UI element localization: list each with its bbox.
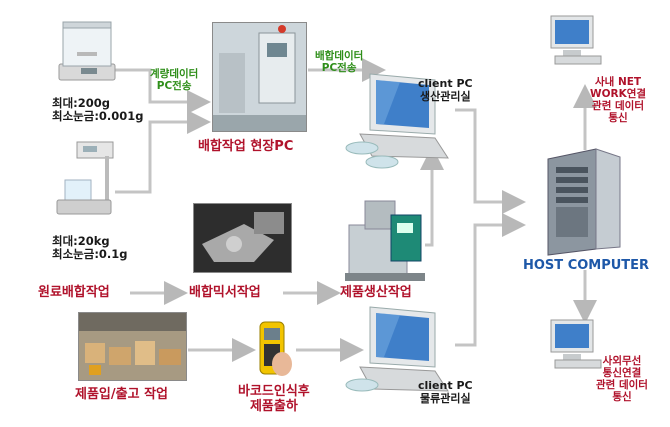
net-out-line1: 사외무선 bbox=[602, 355, 642, 367]
net-in-computer-icon bbox=[545, 14, 605, 74]
client-laptop-bottom-icon bbox=[340, 305, 455, 405]
arrow-scale1-to-site bbox=[115, 68, 211, 114]
net-out-computer-icon bbox=[545, 318, 605, 378]
mix-transfer-line2: PC전송 bbox=[321, 62, 357, 75]
net-out-line3: 관련 데이터 bbox=[596, 379, 648, 392]
scale1-max-text: 최대:200g bbox=[52, 96, 110, 110]
client-bottom-line2: 물류관리실 bbox=[419, 391, 471, 405]
client-top-line2: 생산관리실 bbox=[419, 89, 471, 103]
barcode-scanner-image bbox=[252, 320, 298, 382]
warehouse-label: 제품입/출고 작업 bbox=[75, 387, 168, 402]
scale2-min-text: 최소눈금:0.1g bbox=[52, 247, 128, 262]
net-out-line4: 통신 bbox=[612, 391, 632, 404]
client-top-line1: client PC bbox=[418, 77, 473, 90]
weigh-transfer-line1: 계량데이터 bbox=[150, 68, 199, 80]
warehouse-photo bbox=[78, 312, 187, 381]
barcode-line2: 제품출하 bbox=[249, 398, 298, 414]
arrow-scale2-to-site bbox=[115, 110, 211, 194]
precision-balance-image bbox=[55, 18, 117, 84]
scale1-min-text: 최소눈금:0.001g bbox=[52, 109, 144, 124]
flow-step-production: 제품생산작업 bbox=[340, 285, 412, 300]
arrow-machine-to-client-top bbox=[420, 146, 444, 247]
mixer-photo bbox=[193, 203, 292, 273]
client-laptop-top-icon bbox=[340, 72, 455, 172]
mix-transfer-line1: 배합데이터 bbox=[315, 50, 364, 62]
net-in-line3: 관련 데이터 bbox=[592, 100, 645, 113]
host-label: HOST COMPUTER bbox=[523, 258, 650, 273]
net-in-line4: 통신 bbox=[608, 112, 628, 125]
scale2-max-text: 최대:20kg bbox=[52, 234, 110, 248]
host-server-icon bbox=[538, 145, 630, 257]
mixing-site-photo bbox=[212, 22, 307, 132]
flow-step-mixer: 배합믹서작업 bbox=[189, 285, 261, 300]
platform-scale-image bbox=[55, 140, 115, 218]
arrow-client-bottom-to-host bbox=[455, 213, 526, 347]
weigh-transfer-line2: PC전송 bbox=[156, 80, 192, 93]
net-in-line1: 사내 NET bbox=[594, 76, 642, 88]
arrow-client-top-to-host bbox=[455, 108, 526, 214]
net-in-line2: WORK연결 bbox=[590, 88, 647, 101]
net-out-line2: 통신연결 bbox=[602, 367, 642, 380]
production-machine-image bbox=[345, 195, 425, 283]
mixing-site-label: 배합작업 현장PC bbox=[198, 139, 294, 154]
barcode-line1: 바코드인식후 bbox=[238, 384, 310, 399]
client-bottom-line1: client PC bbox=[418, 379, 473, 392]
flow-step-raw-mixing: 원료배합작업 bbox=[38, 285, 110, 300]
